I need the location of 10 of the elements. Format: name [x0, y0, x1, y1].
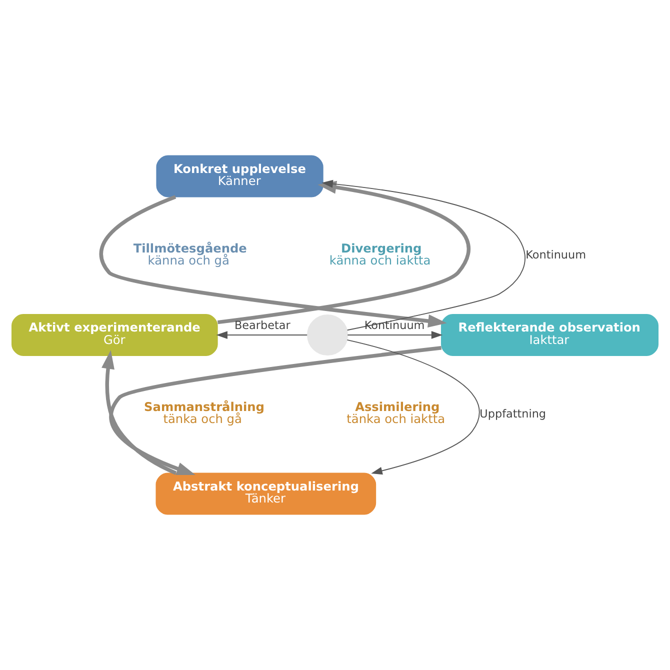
edge-label: Uppfattning [480, 407, 546, 420]
edge-label: Bearbetar [234, 319, 290, 332]
label: Sammanstrålning [144, 400, 264, 414]
edge-label: Kontinuum [364, 319, 425, 332]
label: tänka och iaktta [346, 412, 446, 426]
label: tänka och gå [163, 412, 242, 426]
label: Divergering [341, 241, 422, 256]
edge-label: Kontinuum [526, 248, 586, 262]
label: Assimilering [355, 400, 440, 414]
label: Tillmötesgående [133, 241, 247, 256]
